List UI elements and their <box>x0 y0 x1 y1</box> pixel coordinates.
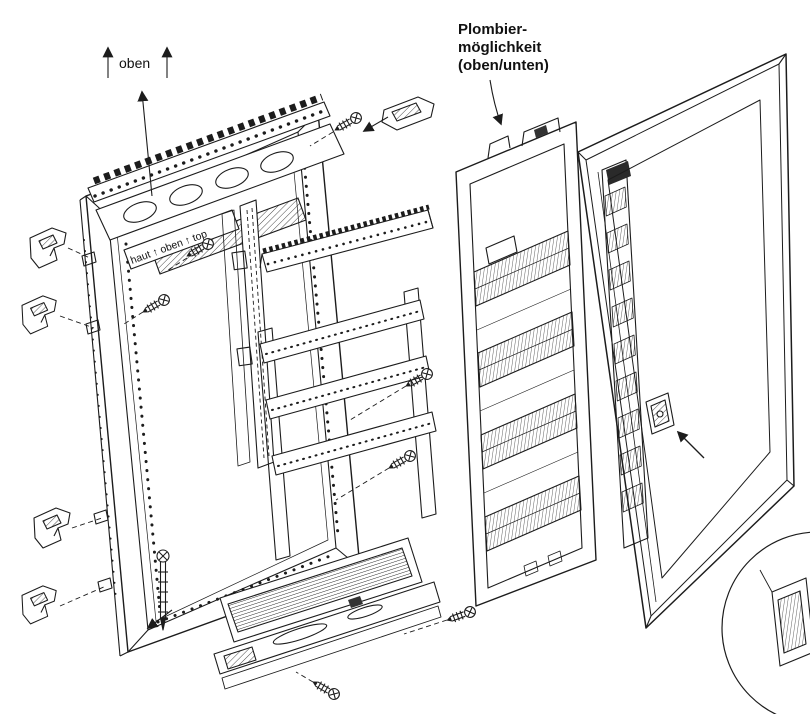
corner-clip <box>381 96 435 131</box>
seal-tab-top <box>521 117 561 147</box>
screw <box>309 676 342 702</box>
seal-tab-left <box>487 135 511 159</box>
left-assembly: haut ↑ oben ↑ top <box>21 93 478 702</box>
wall-clip <box>21 295 57 335</box>
bottom-grille <box>219 537 423 643</box>
right-assembly <box>455 53 810 714</box>
seal-pointer-arrow-icon <box>489 79 503 126</box>
screw <box>139 292 172 318</box>
inner-frame <box>455 117 597 607</box>
wall-clip <box>21 585 57 625</box>
assembly-guides <box>59 131 448 683</box>
seal-note-line3: (oben/unten) <box>458 57 549 74</box>
wall-clip <box>33 507 71 549</box>
din-rails <box>257 287 437 561</box>
seal-note-line1: Plombier- <box>458 21 527 38</box>
long-screw <box>156 549 170 631</box>
wall-clips <box>21 227 71 625</box>
door-lock <box>645 392 675 435</box>
door <box>577 53 795 629</box>
screw <box>331 110 364 136</box>
upper-cross-rail <box>259 204 434 273</box>
annotations: oben Plombier- möglichkeit (oben/unten) <box>102 21 705 629</box>
bottom-pointer-arrow-icon <box>146 609 173 629</box>
lock-pointer-arrow-icon <box>676 430 705 459</box>
detail-circle <box>721 531 810 714</box>
screw <box>385 448 418 474</box>
orientation-label: oben <box>119 55 150 71</box>
orientation-pointer-arrow-icon <box>137 90 153 197</box>
label-window <box>485 235 518 265</box>
seal-note-line2: möglichkeit <box>458 39 541 56</box>
bottom-tray <box>213 581 442 690</box>
screws <box>139 110 478 702</box>
corner-pointer-arrow-icon <box>362 116 389 132</box>
orientation-marking-bar <box>123 209 240 270</box>
wall-clip <box>29 227 67 269</box>
screw <box>444 604 478 627</box>
